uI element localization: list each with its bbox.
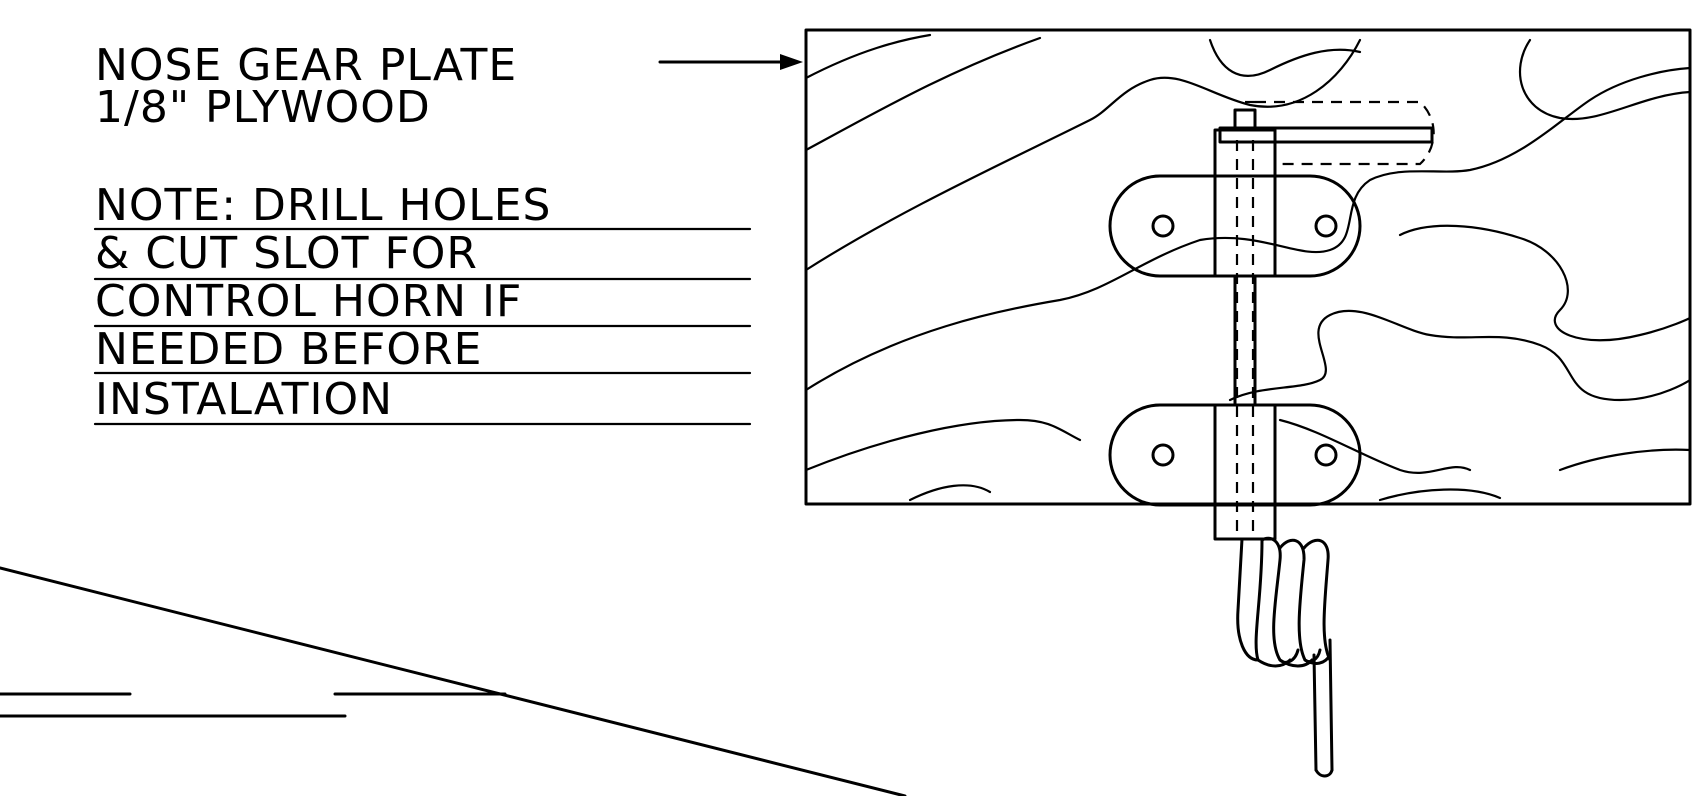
upper-right-hole	[1314, 214, 1338, 238]
lower-strap	[1108, 403, 1362, 507]
fuselage-outline	[0, 566, 907, 796]
lower-right-hole	[1314, 443, 1338, 467]
upper-strap	[1108, 174, 1362, 278]
note-line-4: NEEDED BEFORE	[95, 324, 482, 375]
upper-left-hole	[1151, 214, 1175, 238]
note-line-3: CONTROL HORN IF	[95, 276, 522, 327]
wood-grain	[804, 33, 1692, 502]
note-line-1: NOTE: DRILL HOLES	[95, 180, 551, 231]
label-line-1: NOSE GEAR PLATE	[95, 40, 517, 91]
note-line-5: INSTALATION	[95, 374, 393, 425]
gear-wire-assembly	[1213, 100, 1435, 541]
note-line-2: & CUT SLOT FOR	[95, 228, 478, 279]
label-line-2: 1/8" PLYWOOD	[95, 82, 431, 133]
note-underlines	[93, 227, 752, 426]
lower-left-hole	[1151, 443, 1175, 467]
coil-spring	[1236, 536, 1334, 778]
leader-arrow	[658, 54, 803, 70]
